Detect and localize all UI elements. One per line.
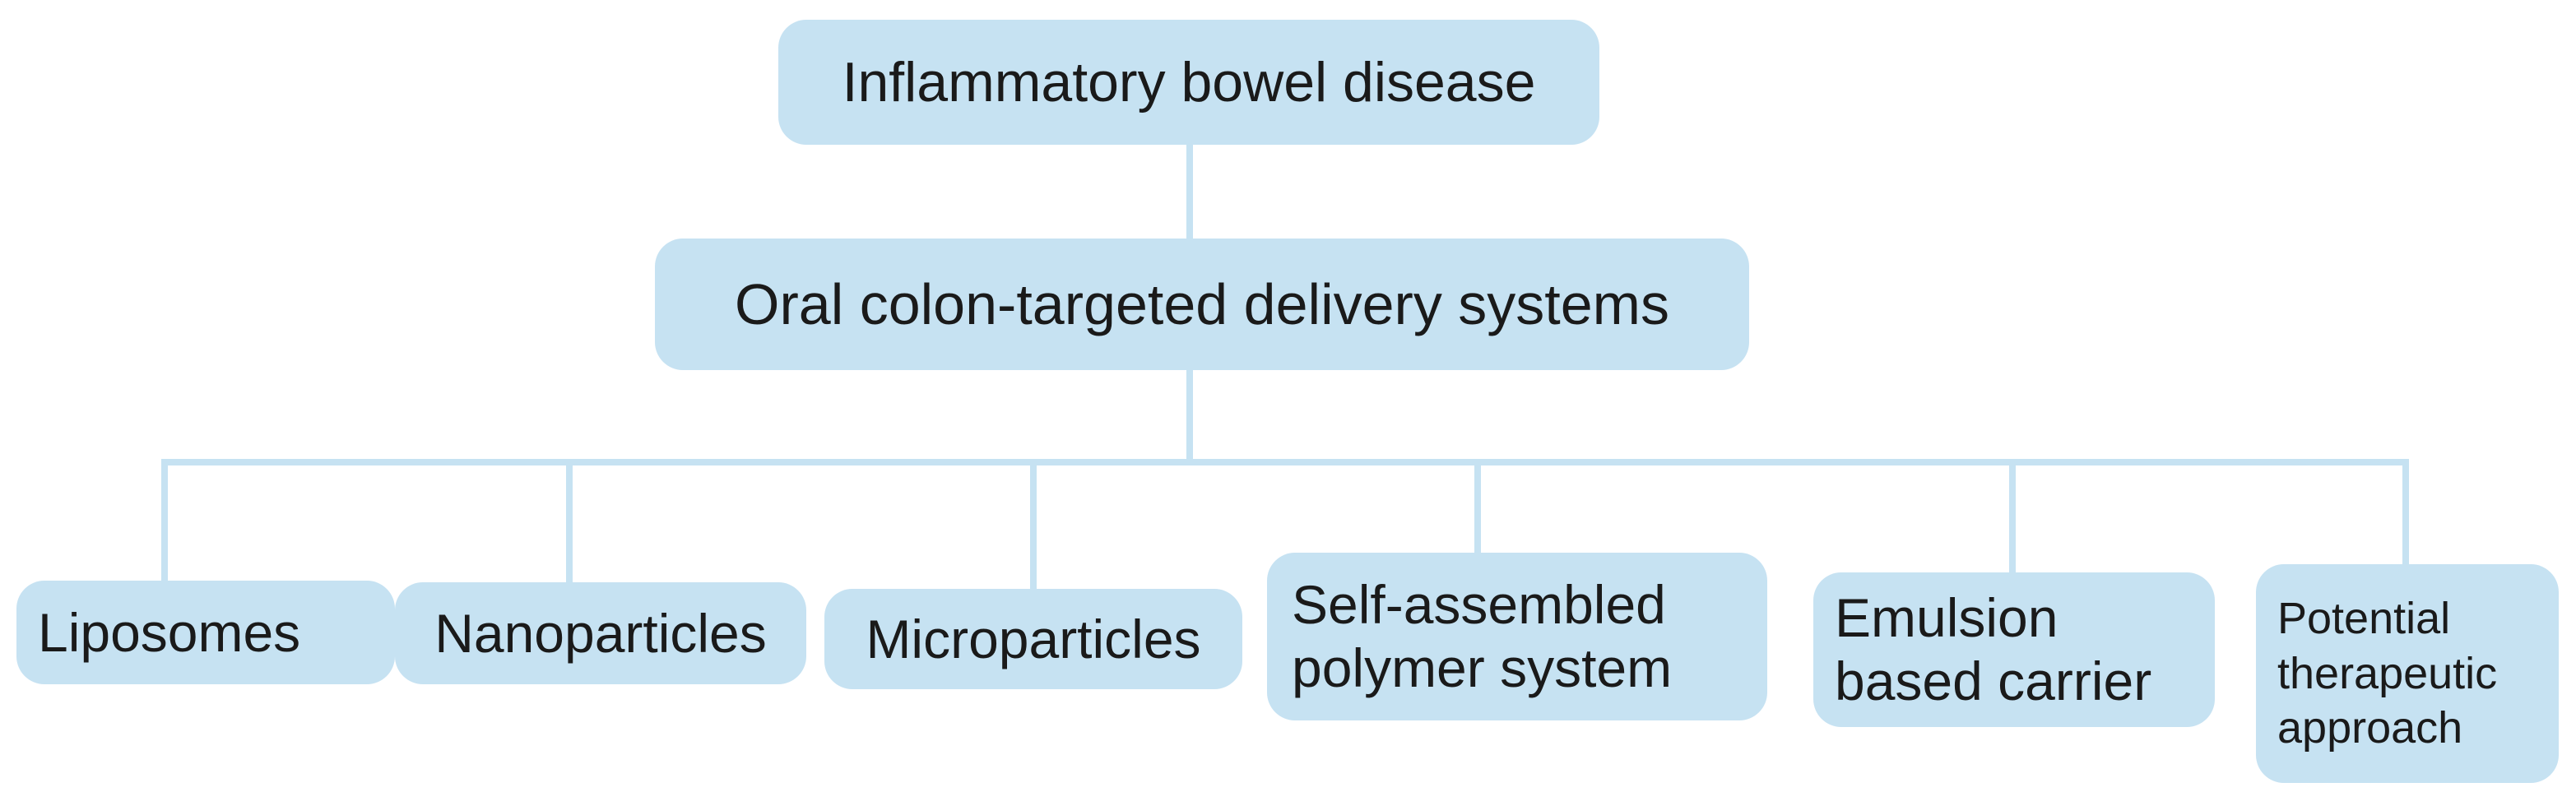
- leaf-node-label: Liposomes: [38, 601, 301, 663]
- leaf-node-potential-therapeutic-approach: Potential therapeutic approach: [2256, 564, 2559, 783]
- leaf-node-nanoparticles: Nanoparticles: [395, 582, 806, 684]
- root-node-label: Inflammatory bowel disease: [842, 51, 1536, 113]
- leaf-node-self-assembled-polymer-system: Self-assembled polymer system: [1267, 553, 1767, 720]
- leaf-node-label: Nanoparticles: [434, 602, 767, 664]
- leaf-node-label: Emulsion based carrier: [1835, 587, 2152, 711]
- middle-node-label: Oral colon-targeted delivery systems: [735, 272, 1669, 336]
- leaf-node-label: Microparticles: [866, 608, 1201, 669]
- leaf-node-microparticles: Microparticles: [824, 589, 1242, 689]
- leaf-node-label: Potential therapeutic approach: [2277, 593, 2498, 753]
- middle-node-delivery-systems: Oral colon-targeted delivery systems: [655, 239, 1749, 370]
- leaf-node-liposomes: Liposomes: [16, 581, 395, 684]
- leaf-node-label: Self-assembled polymer system: [1292, 574, 1673, 698]
- root-node-inflammatory-bowel-disease: Inflammatory bowel disease: [778, 20, 1599, 145]
- leaf-node-emulsion-based-carrier: Emulsion based carrier: [1813, 572, 2215, 727]
